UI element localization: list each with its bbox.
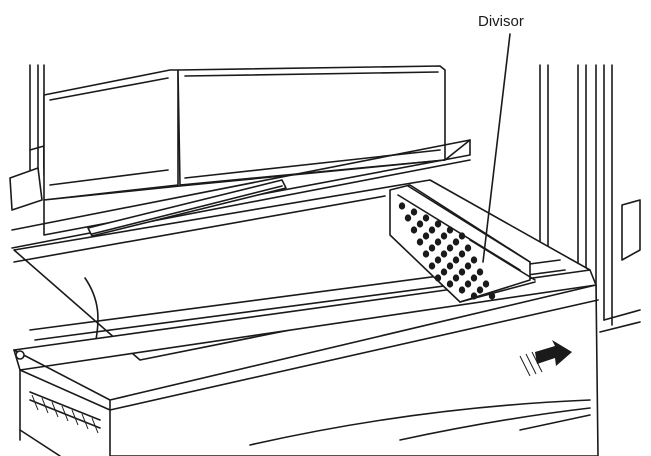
divisor-hole bbox=[488, 292, 496, 300]
divisor-hole bbox=[464, 244, 472, 252]
divisor-hole bbox=[464, 262, 472, 270]
divisor-hole bbox=[440, 232, 448, 240]
divisor-hole bbox=[482, 280, 490, 288]
divisor-hole bbox=[434, 256, 442, 264]
divisor-hole bbox=[416, 238, 424, 246]
divisor-holes bbox=[398, 202, 496, 300]
divisor-hole bbox=[434, 274, 442, 282]
divisor-hole bbox=[470, 274, 478, 282]
divisor-hole bbox=[434, 238, 442, 246]
divisor-hole bbox=[422, 232, 430, 240]
divisor-hole bbox=[446, 244, 454, 252]
divisor-hole bbox=[422, 250, 430, 258]
divisor-hole bbox=[464, 280, 472, 288]
divisor-hole bbox=[440, 268, 448, 276]
divisor-hole bbox=[476, 268, 484, 276]
left-side-rails bbox=[15, 350, 99, 456]
divisor-label: Divisor bbox=[478, 13, 524, 30]
divisor-hole bbox=[410, 208, 418, 216]
right-door-frame bbox=[539, 64, 641, 333]
divisor-hole bbox=[452, 256, 460, 264]
divisor-hole bbox=[470, 256, 478, 264]
divisor-panel bbox=[389, 184, 536, 303]
divisor-hole bbox=[446, 280, 454, 288]
divisor-hole bbox=[476, 286, 484, 294]
divisor-hole bbox=[416, 220, 424, 228]
divisor-hole bbox=[428, 244, 436, 252]
divisor-hole bbox=[404, 214, 412, 222]
divisor-hole bbox=[452, 274, 460, 282]
divisor-hole bbox=[458, 268, 466, 276]
divisor-hole bbox=[428, 262, 436, 270]
divisor-hole bbox=[398, 202, 406, 210]
divisor-hole bbox=[446, 262, 454, 270]
divisor-hole bbox=[428, 226, 436, 234]
divisor-callout: Divisor bbox=[478, 13, 524, 263]
divisor-hole bbox=[458, 232, 466, 240]
divisor-hole bbox=[470, 292, 478, 300]
callout-leader-line bbox=[482, 33, 511, 263]
divisor-hole bbox=[422, 214, 430, 222]
divisor-hole bbox=[458, 286, 466, 294]
left-door-frame bbox=[9, 64, 45, 211]
divisor-hole bbox=[452, 238, 460, 246]
arrow-right-icon bbox=[519, 340, 572, 377]
divisor-hole bbox=[458, 250, 466, 258]
shelf-slot bbox=[87, 179, 287, 237]
divisor-hole bbox=[410, 226, 418, 234]
divisor-hole bbox=[446, 226, 454, 234]
divisor-hole bbox=[434, 220, 442, 228]
divisor-hole bbox=[440, 250, 448, 258]
